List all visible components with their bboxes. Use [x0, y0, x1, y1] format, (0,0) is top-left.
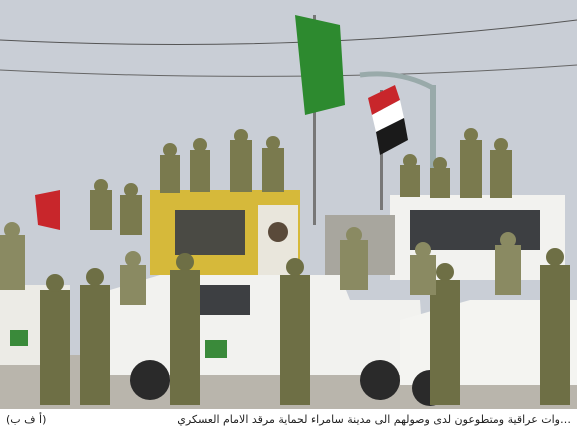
flag-pole: [313, 15, 316, 225]
photo-credit: (أ ف ب): [6, 412, 47, 426]
poster-portrait: [268, 222, 288, 242]
green-flag: [295, 15, 345, 115]
photo-caption: …وات عراقية ومتطوعون لدى وصولهم الى مدين…: [0, 410, 577, 428]
convoy-photo: [0, 0, 577, 409]
power-line: [0, 19, 577, 45]
iraqi-flag-black: [376, 118, 408, 155]
wheel: [130, 360, 170, 400]
background-people: [0, 222, 521, 305]
wheel: [360, 360, 400, 400]
lamp-post: [430, 85, 436, 215]
white-truck-windshield: [410, 210, 540, 250]
small-flag: [35, 190, 60, 230]
soldiers-on-trucks: [90, 128, 512, 235]
iraqi-flag-red: [368, 85, 400, 115]
photo-illustration: [0, 0, 577, 409]
lamp-arm: [359, 71, 435, 91]
power-line: [0, 64, 577, 77]
foreground-soldiers: [40, 248, 570, 405]
iraqi-flag-white: [372, 100, 404, 132]
vehicle-sticker: [205, 340, 227, 358]
caption-text: …وات عراقية ومتطوعون لدى وصولهم الى مدين…: [177, 412, 571, 426]
vehicle-sticker: [10, 330, 28, 346]
yellow-truck-window: [175, 210, 245, 255]
